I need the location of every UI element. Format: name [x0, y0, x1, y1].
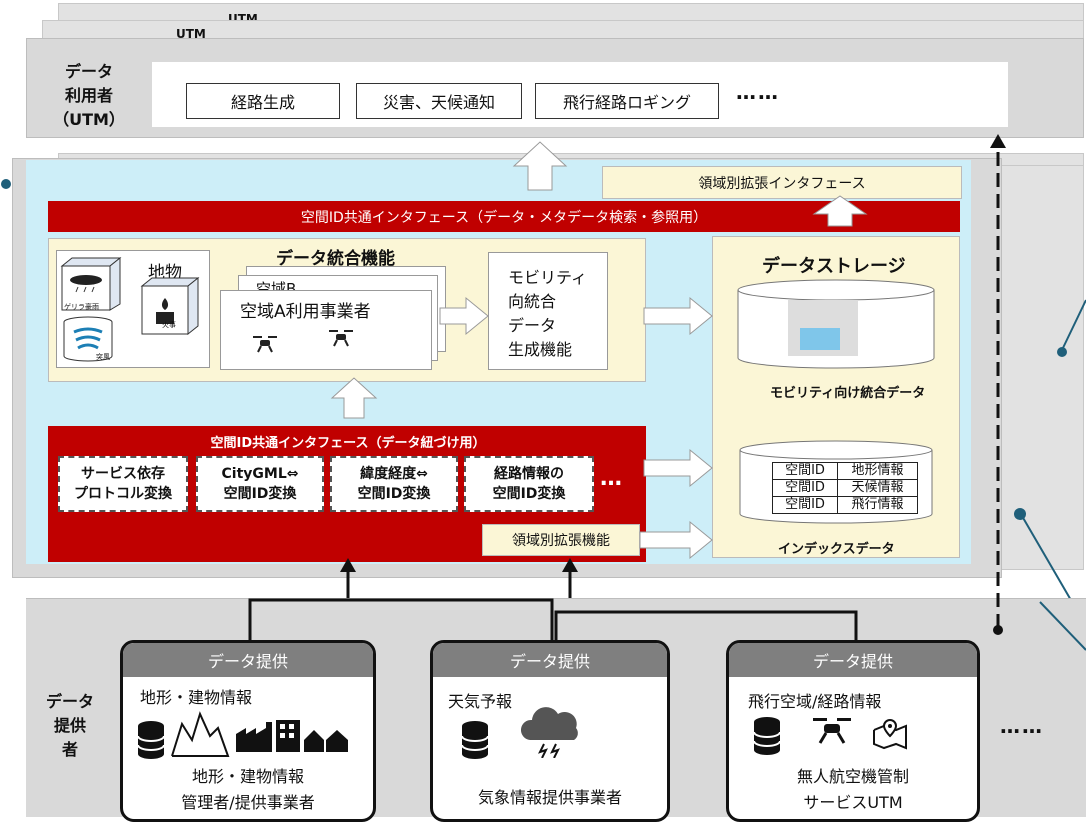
app-flight-logging[interactable]: 飛行経路ロギング	[535, 83, 719, 119]
index-value: 飛行情報	[851, 497, 904, 512]
airspace-card-front	[220, 290, 432, 370]
index-id: 空間ID	[773, 480, 838, 496]
integration-title: データ統合機能	[276, 249, 395, 269]
arrow-up-icon	[512, 141, 568, 191]
index-value: 地形情報	[851, 463, 904, 478]
link-interface-title: 空間ID共通インタフェース（データ紐づけ用）	[210, 436, 486, 451]
providers-ellipsis: ……	[1000, 714, 1044, 738]
mobility-generation-label: モビリティ 向統合 データ 生成機能	[508, 268, 588, 359]
provider-name: 地形・建物情報 管理者/提供事業者	[181, 767, 315, 812]
index-data-label: インデックスデータ	[778, 542, 895, 557]
data-user-label: データ 利用者 （UTM）	[53, 62, 125, 129]
extension-interface: 領域別拡張インタフェース	[602, 166, 962, 199]
conversion-ellipsis: …	[600, 466, 622, 491]
rain-icon-label: ゲリラ豪雨	[64, 303, 99, 311]
provider-info: 飛行空域/経路情報	[748, 692, 882, 711]
map-pin-icon	[872, 718, 908, 750]
arrow-right-icon	[643, 296, 713, 336]
conversion-citygml: CityGML⇔ 空間ID変換	[196, 456, 324, 512]
factory-icon	[234, 718, 354, 754]
app-route-generation[interactable]: 経路生成	[186, 83, 340, 119]
arrow-right-icon	[639, 520, 713, 560]
wind-icon-label: 突風	[96, 353, 110, 361]
drone-icon	[328, 328, 354, 348]
reference-interface-bar: 空間ID共通インタフェース（データ・メタデータ検索・参照用）	[48, 201, 960, 232]
apps-ellipsis: ……	[736, 80, 780, 104]
arrow-up-icon	[330, 377, 378, 419]
arrow-right-icon	[643, 448, 713, 488]
terrain-icon	[170, 710, 230, 758]
provider-name: 無人航空機管制 サービスUTM	[796, 767, 909, 812]
database-icon	[460, 720, 490, 760]
index-table: 空間ID 地形情報 空間ID 天候情報 空間ID 飛行情報	[772, 462, 918, 514]
rain-cloud-icon	[60, 256, 122, 312]
arrow-up-icon	[812, 195, 868, 227]
provider-head: データ提供	[123, 643, 373, 677]
database-icon	[136, 720, 166, 760]
storm-cloud-icon	[520, 704, 584, 759]
index-id: 空間ID	[773, 497, 838, 513]
provider-label: データ 提供 者	[45, 692, 94, 759]
fire-icon	[140, 276, 200, 336]
mobility-data-label: モビリティ向け統合データ	[770, 386, 926, 401]
provider-info: 地形・建物情報	[140, 688, 253, 707]
drone-icon	[252, 334, 278, 354]
provider-head: データ提供	[433, 643, 667, 677]
airspace-a-label: 空域A利用事業者	[240, 302, 371, 322]
index-value: 天候情報	[851, 480, 904, 495]
provider-head: データ提供	[729, 643, 977, 677]
drone-icon	[812, 716, 852, 746]
database-icon	[752, 716, 782, 756]
database-icon	[736, 278, 936, 370]
storage-title: データストレージ	[762, 256, 906, 277]
conversion-latlon: 緯度経度⇔ 空間ID変換	[330, 456, 458, 512]
provider-name: 気象情報提供事業者	[477, 788, 622, 807]
app-disaster-notice[interactable]: 災害、天候通知	[356, 83, 522, 119]
fire-icon-label: 火事	[162, 321, 176, 329]
mobility-generation-box	[488, 252, 608, 370]
utm-mid-label: UTM	[176, 27, 206, 41]
conversion-route: 経路情報の 空間ID変換	[464, 456, 594, 512]
arrow-right-icon	[439, 296, 489, 336]
index-id: 空間ID	[773, 463, 838, 479]
conversion-protocol: サービス依存 プロトコル変換	[58, 456, 188, 512]
provider-info: 天気予報	[448, 692, 513, 711]
wind-icon	[62, 316, 114, 366]
